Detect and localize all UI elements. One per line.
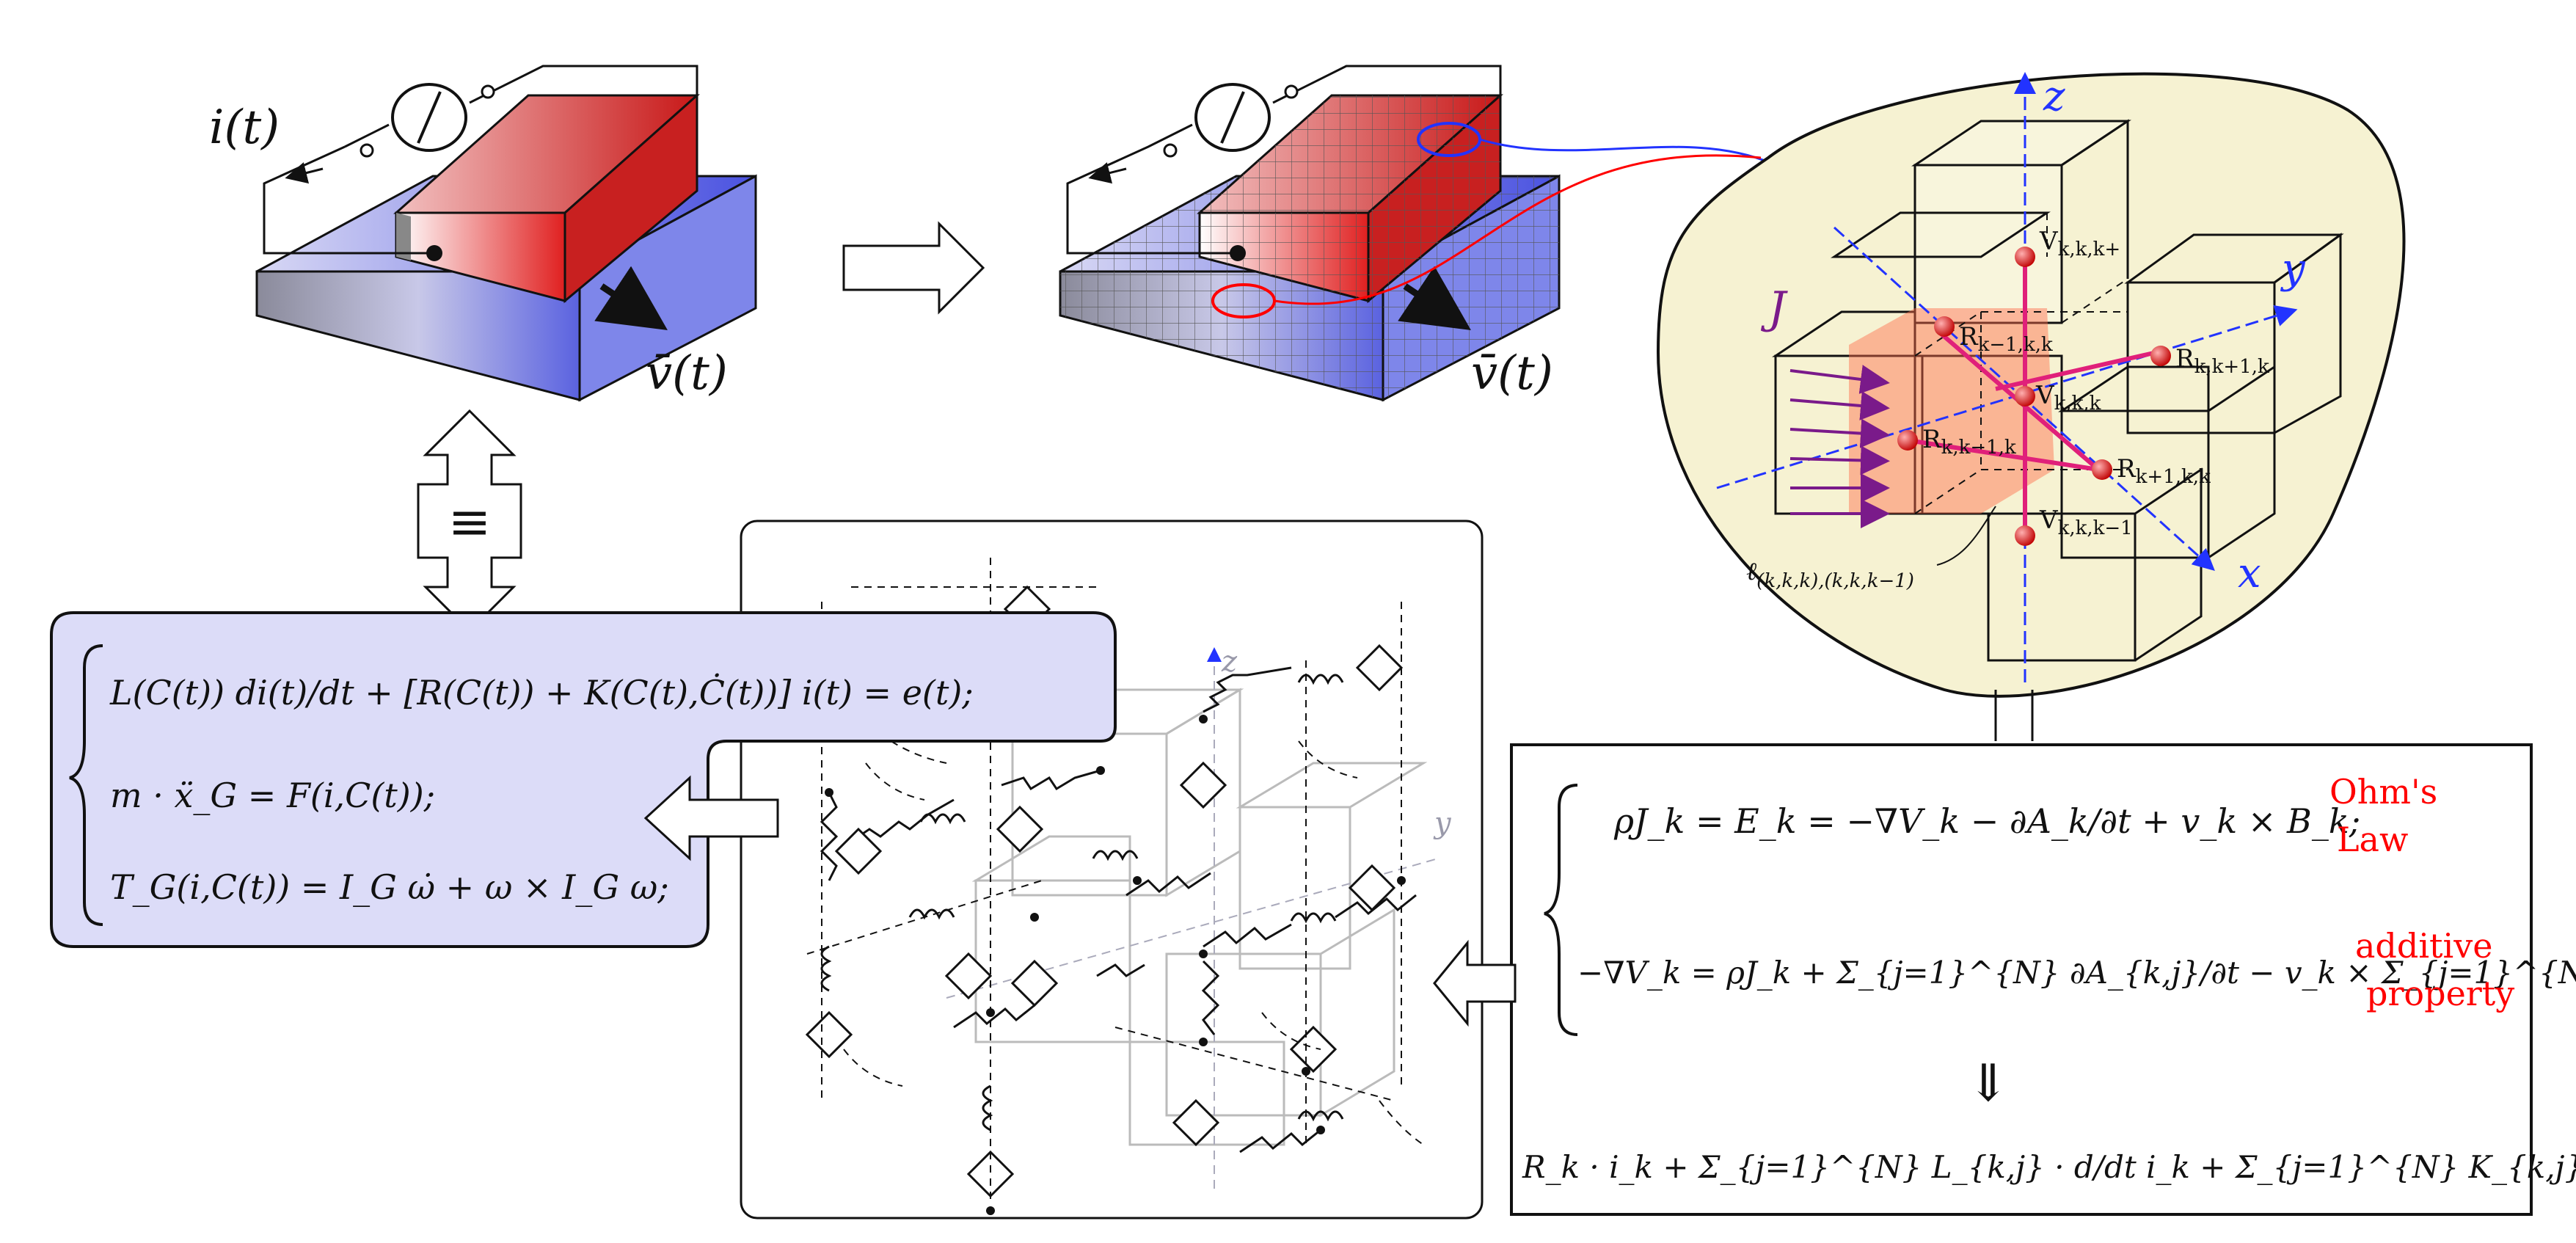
node-bottom-label: Vk,k,k−1 — [2039, 506, 2133, 539]
velocity-arrow-right — [1398, 266, 1471, 330]
ohm-equation: ρJ_k = E_k = −∇V_k − ∂A_k/∂t + v_k × B_k… — [1613, 801, 2360, 841]
physical-model-meshed: v̄(t) — [1059, 65, 1776, 402]
node-left-label: Rk,k−1,k — [1922, 425, 2016, 459]
velocity-label-right: v̄(t) — [1471, 346, 1553, 401]
svg-text:z: z — [1221, 645, 1238, 679]
node-front-label: Rk+1,k,k — [2117, 454, 2211, 488]
current-label: i(t) — [209, 101, 280, 155]
zoom-blob-shape — [1656, 72, 2406, 698]
axis-z-label: z — [2043, 73, 2065, 120]
system-eq-2: m · ẍ_G = F(i,C(t)); — [110, 776, 435, 815]
svg-text:≡: ≡ — [448, 492, 492, 552]
element-zoom-blob: z y x J Vk,k,k+ Rk−1,k,k — [1656, 72, 2406, 698]
circuit-to-system-arrow — [643, 775, 779, 861]
node-top-label: Vk,k,k+ — [2039, 227, 2120, 260]
node-back-label: Rk−1,k,k — [1959, 322, 2053, 356]
zoom-link-red — [1274, 154, 1762, 305]
zoom-link-blue — [1479, 138, 1776, 167]
ell-label: ℓ(k,k,k),(k,k,k−1) — [1746, 557, 1914, 592]
implies-arrow: ⇓ — [1967, 1053, 2010, 1113]
center-element-shaded — [1849, 308, 2054, 514]
axis-y-label: y — [2280, 245, 2306, 293]
field-equations-panel: ρJ_k = E_k = −∇V_k − ∂A_k/∂t + v_k × B_k… — [1510, 743, 2576, 1216]
node-right-label: Rk,k+1,k — [2175, 344, 2269, 378]
final-equation: R_k · i_k + Σ_{j=1}^{N} L_{k,j} · d/dt i… — [1522, 1149, 2576, 1185]
equivalence-arrow: ≡ — [417, 409, 522, 633]
ohm-note-1: Ohm's — [2329, 772, 2437, 812]
node-center-label: Vk,k,k — [2035, 381, 2101, 415]
blob-to-equations-connector — [1994, 690, 2034, 741]
system-eq-3: T_G(i,C(t)) = I_G ω̇ + ω × I_G ω; — [110, 867, 669, 907]
velocity-label-left: v̄(t) — [646, 346, 728, 401]
velocity-arrow-left — [594, 266, 668, 330]
system-equations-box — [50, 611, 1117, 948]
additive-equation: −∇V_k = ρJ_k + Σ_{j=1}^{N} ∂A_{k,j}/∂t −… — [1577, 955, 2576, 991]
axis-x-label: x — [2238, 550, 2261, 597]
svg-text:y: y — [1433, 806, 1452, 840]
equations-to-circuit-arrow — [1433, 939, 1517, 1027]
system-eq-1: L(C(t)) di(t)/dt + [R(C(t)) + K(C(t),Ċ(t… — [109, 672, 974, 712]
ohm-note-2: Law — [2337, 820, 2408, 859]
physical-model-left: i(t) v̄(t) — [209, 65, 757, 402]
discretize-arrow — [842, 221, 985, 315]
additive-note-1: additive — [2355, 926, 2492, 966]
circuit-wire-top — [469, 65, 698, 147]
additive-note-2: property — [2366, 974, 2514, 1013]
system-equations-panel: L(C(t)) di(t)/dt + [R(C(t)) + K(C(t),Ċ(t… — [50, 611, 1117, 948]
